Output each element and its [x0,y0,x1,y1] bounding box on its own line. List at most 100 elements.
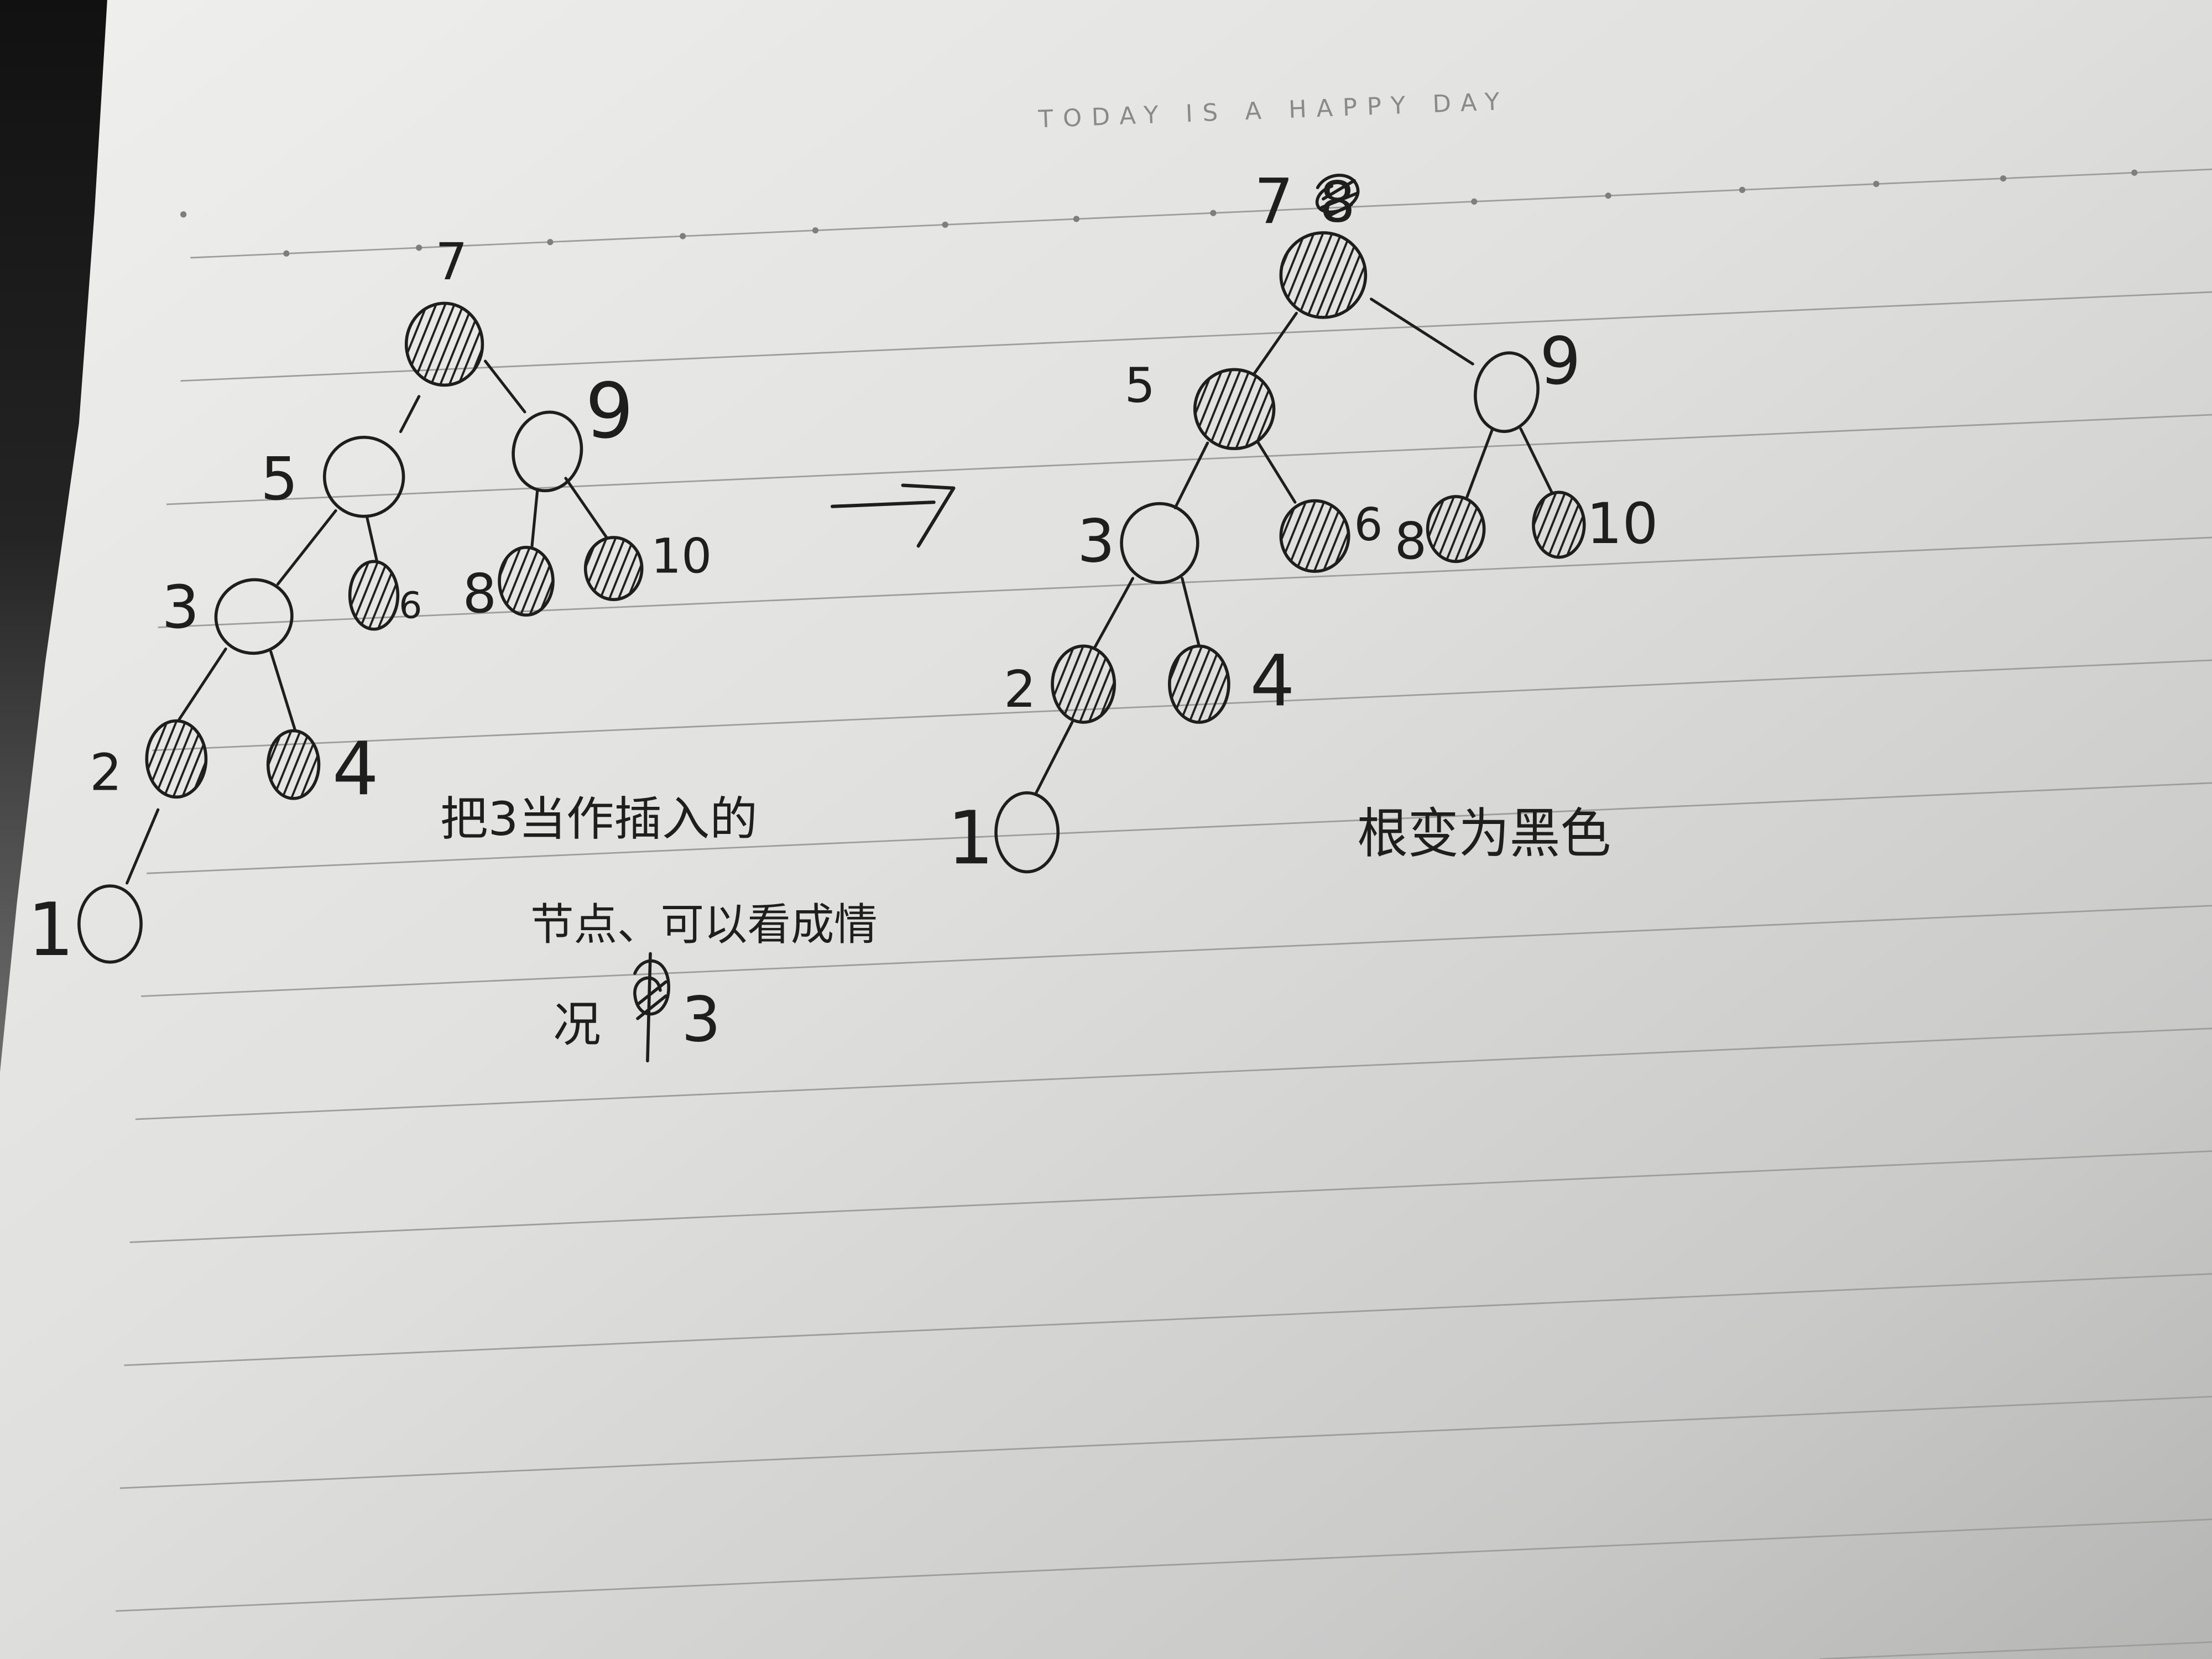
line-dot [283,250,290,257]
node-label: 9 [585,367,634,456]
node-label: 2 [90,743,122,802]
node-circle [512,410,583,493]
tree-node-2: 2 [90,719,208,802]
node-label: 4 [332,727,379,812]
tree-node-1: 1 [28,884,143,973]
tree-node-5: 5 [260,436,405,518]
tree-node-10: 10 [1532,491,1658,559]
ruled-line [1819,1641,2212,1659]
tree-edges [126,359,608,885]
ruled-line [124,1273,2212,1366]
tree-node-7: 7 [404,232,484,387]
ruled-line [116,1519,2212,1612]
node-label: 10 [651,529,712,585]
edge-7-9 [484,359,526,414]
note-before: 把3当作插入的 节点、可以看成情 况 3 [440,792,878,1063]
edge-5-3 [1173,441,1209,509]
tree-edges [1034,298,1553,796]
node-label: 1 [28,888,74,973]
node-label: 2 [1004,660,1036,719]
line-dot [1471,198,1478,205]
node-circle [583,536,644,601]
edge-5-6 [365,515,378,562]
node-circle [1426,495,1486,564]
node-circle [1279,231,1368,319]
node-circle [77,884,143,964]
edge-3-2 [1093,577,1135,649]
edge-7-5 [399,395,421,434]
note-after: 根变为黑色 [1357,802,1611,865]
line-dot [1739,186,1746,193]
tree-node-8: 8 [1395,495,1486,571]
edge-9-10 [564,477,608,539]
edge-7-5 [1253,311,1298,375]
line-dot [942,221,948,228]
ruled-line [180,291,2212,382]
tree-node-4: 4 [1167,641,1295,724]
line-dot [1210,210,1217,216]
node-label: 3 [1077,507,1115,576]
tree-node-8: 8 [463,545,555,625]
node-circle [994,791,1060,874]
line-dot [1605,192,1611,199]
node-label: 3 [161,573,199,642]
edge-2-1 [126,808,160,885]
tree-node-1: 1 [947,791,1060,881]
ruled-line [135,1027,2212,1120]
note-before-line-3-start: 况 [553,997,601,1053]
node-label: 5 [1125,358,1155,414]
node-label: 8 [463,562,497,625]
ruled-line [147,782,2212,874]
edge-9-8 [1465,427,1494,498]
line-dot [1873,181,1880,187]
scribble-mark [633,952,670,1063]
tree-node-2: 2 [1004,644,1117,724]
node-circle [1532,491,1586,559]
node-circle [145,719,208,799]
node-label: 1 [947,796,994,881]
node-circle [1051,644,1117,724]
ruled-line [129,1150,2212,1243]
node-circle [348,560,400,631]
edge-9-8 [530,488,539,549]
edge-3-4 [269,650,296,731]
node-label: 9 [1540,324,1581,399]
node-label: 4 [1250,641,1295,723]
node-label: 10 [1587,491,1658,557]
edge-7-9 [1370,298,1474,366]
tree-node-9: 9 [1474,324,1581,434]
line-dot [416,244,422,251]
node-label: 5 [260,445,298,514]
tree-node-9: 9 [512,367,634,493]
edge-5-6 [1256,441,1297,504]
node-label: 6 [399,583,422,627]
node-circle [1474,351,1540,434]
transition-arrow [831,483,956,548]
edge-2-1 [1034,721,1074,796]
ruled-line [158,536,2212,628]
node-circle [1279,499,1350,573]
node-label: 6 [1354,499,1383,551]
line-dot [812,227,819,234]
node-circle [404,301,484,387]
tree-node-5: 5 [1125,358,1276,451]
desk-edge [0,0,107,1072]
note-before-line-3-end: 3 [681,984,721,1056]
line-dot [547,239,554,246]
edge-9-10 [1519,427,1553,494]
tree-node-10: 10 [583,529,712,601]
node-label: 7 [1254,166,1293,238]
line-dot [1073,216,1080,222]
tree-node-3: 3 [161,573,294,655]
ruled-line [166,414,2212,505]
ruled-line [119,1396,2212,1489]
node-circle [498,545,555,617]
note-before-line-1: 把3当作插入的 [440,792,758,846]
tree-before: 7 5 9 3 6 8 10 2 [28,232,712,973]
line-dot [180,211,187,218]
node-label: 7 [435,232,467,291]
node-circle [1120,502,1199,585]
tree-node-7: 7 8 [1254,166,1368,319]
